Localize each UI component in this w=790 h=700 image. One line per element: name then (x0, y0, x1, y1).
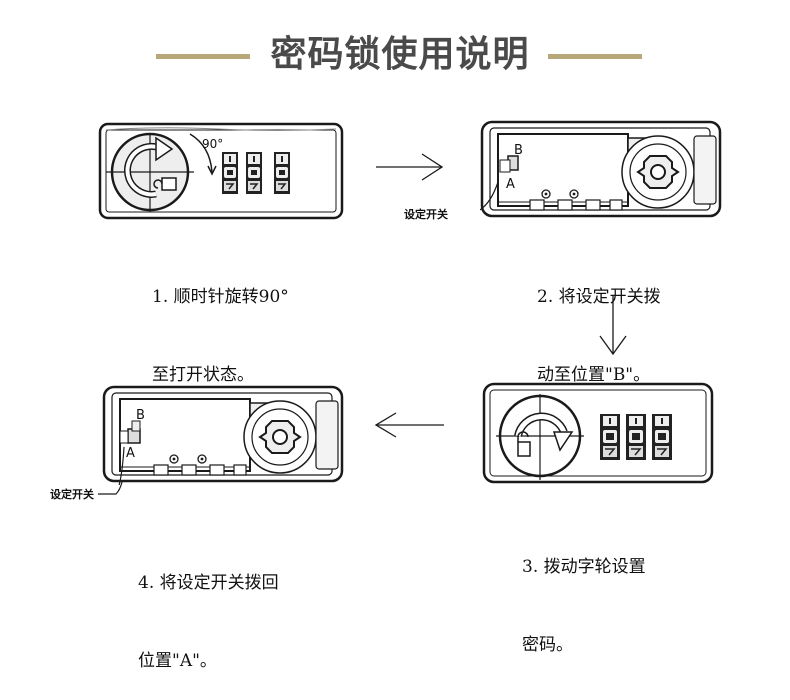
step-4-caption-line2: 位置"A"。 (138, 651, 217, 671)
header: 密码锁使用说明 (0, 30, 790, 80)
step-2-callout-label: 设定开关 (404, 208, 448, 221)
dial-wheel (621, 135, 695, 209)
step-1-caption: 1. 顺时针旋转90° 至打开状态。 (152, 232, 289, 414)
step-1-caption-line1: 1. 顺时针旋转90° (152, 287, 289, 307)
step-2-caption-line2: 动至位置"B"。 (537, 365, 651, 385)
lock-inside-view: B A (480, 120, 722, 218)
combination-dials (600, 414, 672, 460)
lock-faceplate (105, 129, 337, 213)
step-4-caption: 4. 将设定开关拨回 位置"A"。 (138, 518, 279, 700)
arrow-right-icon (376, 153, 444, 181)
combination-dials (222, 152, 290, 194)
rotary-knob (106, 132, 194, 212)
arrow-down-icon (599, 296, 627, 356)
position-b-label: B (136, 408, 145, 423)
step-3-illustration (480, 380, 716, 486)
lock-front-view-open (482, 382, 714, 484)
switch-slider (499, 155, 519, 173)
lock-closed-icon (153, 177, 177, 191)
page-title: 密码锁使用说明 (270, 34, 530, 75)
step-4-illustration: B A (102, 385, 346, 485)
step-4-caption-line1: 4. 将设定开关拨回 (138, 573, 279, 593)
title-decor-line-right (548, 54, 642, 59)
lock-front-view: 90° (98, 122, 344, 220)
arrow-left-icon (374, 412, 444, 438)
position-a-label: A (506, 177, 515, 192)
angle-label: 90° (202, 137, 223, 151)
lock-open-icon (517, 431, 531, 457)
position-a-label: A (126, 446, 135, 461)
step-2-illustration: B A (480, 120, 724, 220)
step-3-caption-line2: 密码。 (522, 635, 573, 655)
step-1-caption-line2: 至打开状态。 (152, 365, 254, 385)
step-2-caption: 2. 将设定开关拨 动至位置"B"。 (537, 232, 661, 414)
rotation-arc (189, 133, 213, 173)
rotary-knob (496, 394, 584, 480)
step-1-illustration: 90° (98, 120, 346, 222)
position-b-label: B (514, 143, 523, 158)
title-decor-line-left (156, 54, 250, 59)
switch-slider (119, 420, 141, 444)
callout-leader-line (98, 481, 123, 495)
step-3-caption: 3. 拨动字轮设置 密码。 (522, 502, 646, 684)
step-4-callout-label: 设定开关 (50, 488, 94, 501)
dial-wheel (243, 400, 317, 474)
lock-inside-view: B A (102, 385, 344, 485)
step-2-caption-line1: 2. 将设定开关拨 (537, 287, 661, 307)
step-3-caption-line1: 3. 拨动字轮设置 (522, 557, 646, 577)
